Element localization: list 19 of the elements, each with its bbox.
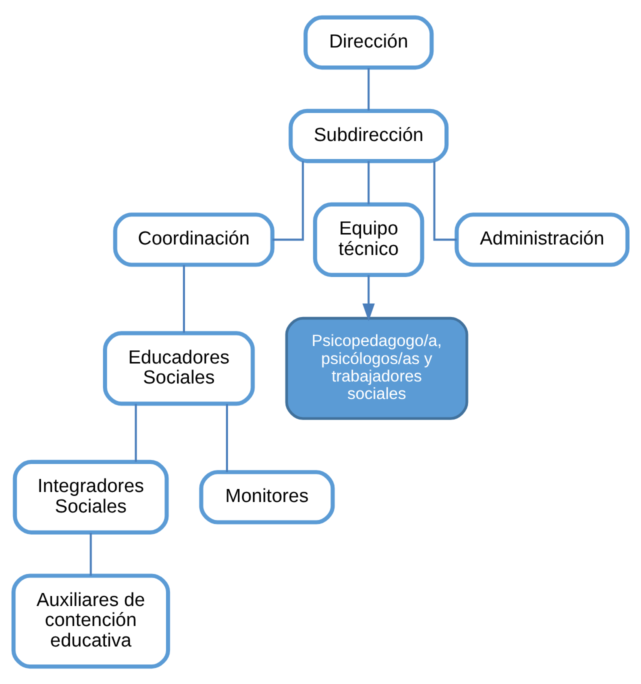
connector	[368, 68, 370, 110]
node-box: Coordinación	[113, 212, 274, 267]
node-box: Integradores Sociales	[12, 460, 169, 534]
node-box: Subdirección	[288, 108, 449, 164]
node-box: Psicopedagogo/a, psicólogos/as y trabajadores sociales	[285, 316, 468, 420]
connector	[272, 161, 304, 241]
node-box: Equipo técnico	[313, 202, 424, 277]
node-box: Auxiliares de contención educativa	[12, 574, 170, 669]
node-box: Monitores	[199, 470, 335, 524]
node-box: Educadores Sociales	[102, 331, 255, 406]
connector	[90, 533, 92, 576]
connector	[368, 161, 370, 204]
node-box: Dirección	[304, 15, 434, 70]
arrow	[362, 275, 375, 322]
connector	[433, 161, 457, 241]
connector	[182, 265, 185, 333]
connector	[134, 404, 137, 462]
node-box: Administración	[454, 212, 630, 267]
connector	[226, 404, 228, 472]
